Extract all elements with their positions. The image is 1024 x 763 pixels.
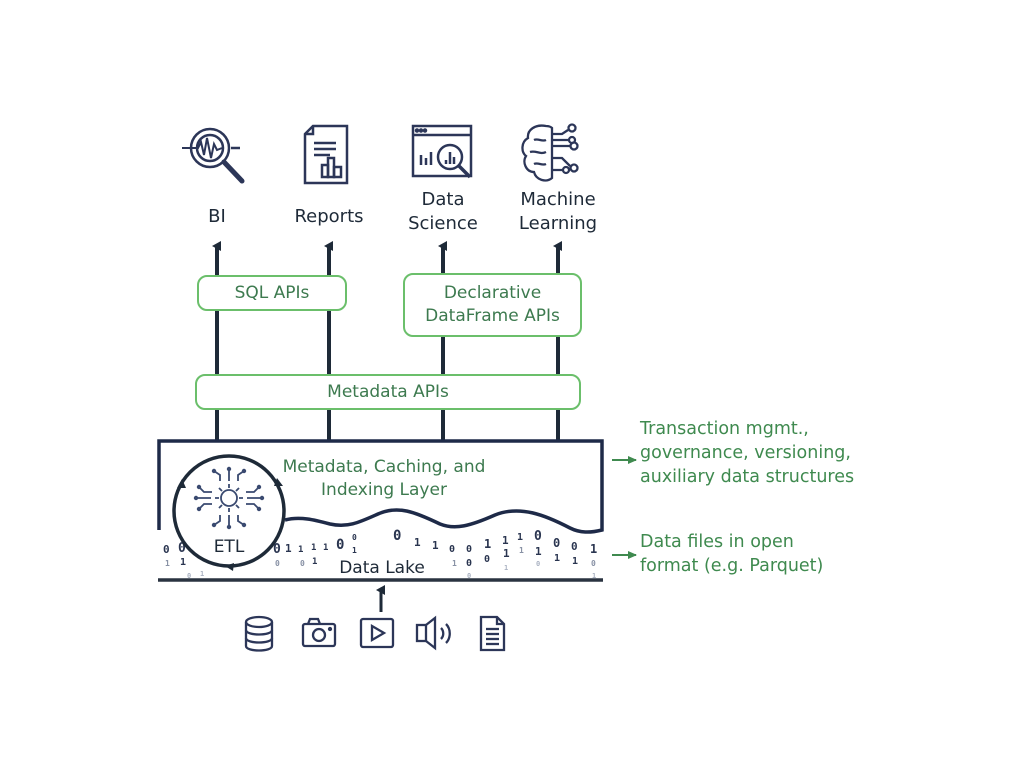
svg-text:1: 1 bbox=[180, 557, 186, 568]
binary-digits: 0 0 1 1 0 1 0 0 1 1 0 1 1 1 0 0 1 0 1 1 … bbox=[163, 528, 597, 580]
camera-icon bbox=[301, 617, 337, 648]
svg-text:1: 1 bbox=[452, 559, 457, 568]
sql-apis-box: SQL APIs bbox=[197, 275, 347, 311]
svg-text:0: 0 bbox=[591, 559, 596, 568]
svg-text:0: 0 bbox=[163, 543, 170, 556]
consumer-label-bi: BI bbox=[208, 206, 226, 227]
svg-text:0: 0 bbox=[466, 558, 472, 569]
svg-text:0: 0 bbox=[534, 529, 542, 544]
lake-annotation: Data files in open format (e.g. Parquet) bbox=[640, 532, 824, 576]
svg-text:0: 0 bbox=[466, 544, 472, 555]
svg-text:0: 0 bbox=[553, 536, 560, 550]
svg-text:1: 1 bbox=[352, 546, 357, 555]
metadata-apis-label: Metadata APIs bbox=[327, 381, 449, 402]
svg-text:0: 0 bbox=[187, 572, 191, 580]
svg-text:1: 1 bbox=[432, 539, 439, 552]
report-document-chart-icon bbox=[303, 124, 349, 185]
consumer-label-data-science: Data Science bbox=[408, 189, 478, 234]
svg-text:0: 0 bbox=[449, 544, 455, 555]
dataframe-apis-box: Declarative DataFrame APIs bbox=[403, 273, 582, 337]
metadata-apis-box: Metadata APIs bbox=[195, 374, 581, 410]
video-play-icon bbox=[359, 617, 395, 649]
svg-text:1: 1 bbox=[554, 553, 560, 564]
svg-text:0: 0 bbox=[336, 537, 344, 553]
svg-text:1: 1 bbox=[285, 542, 292, 555]
svg-text:0: 0 bbox=[536, 560, 540, 568]
svg-text:1: 1 bbox=[298, 545, 303, 555]
svg-text:0: 0 bbox=[467, 572, 471, 580]
svg-text:0: 0 bbox=[178, 541, 186, 556]
browser-chart-magnifier-icon bbox=[411, 124, 473, 179]
svg-text:0: 0 bbox=[275, 559, 280, 568]
consumer-label-machine-learning: Machine Learning bbox=[518, 189, 598, 234]
svg-text:1: 1 bbox=[200, 570, 204, 578]
svg-text:0: 0 bbox=[300, 559, 305, 568]
svg-text:1: 1 bbox=[312, 557, 317, 567]
brain-circuit-icon bbox=[521, 123, 579, 182]
svg-text:1: 1 bbox=[502, 534, 509, 547]
metadata-layer-title: Metadata, Caching, and Indexing Layer bbox=[282, 457, 486, 500]
svg-text:0: 0 bbox=[352, 533, 357, 542]
svg-text:0: 0 bbox=[484, 554, 490, 565]
svg-text:1: 1 bbox=[323, 543, 328, 553]
database-icon bbox=[244, 615, 274, 652]
consumer-label-reports: Reports bbox=[294, 206, 364, 227]
svg-text:1: 1 bbox=[572, 556, 578, 567]
data-lake-label: Data Lake bbox=[339, 558, 425, 578]
svg-text:1: 1 bbox=[311, 543, 316, 553]
layer-annotation: Transaction mgmt., governance, versionin… bbox=[640, 419, 855, 487]
svg-text:1: 1 bbox=[504, 564, 508, 572]
svg-text:1: 1 bbox=[535, 545, 542, 558]
svg-text:0: 0 bbox=[273, 542, 281, 557]
magnifier-waveform-icon bbox=[182, 127, 245, 184]
svg-text:1: 1 bbox=[590, 542, 597, 556]
svg-text:0: 0 bbox=[393, 528, 401, 544]
etl-arrowhead-left bbox=[177, 479, 186, 488]
svg-text:1: 1 bbox=[517, 532, 523, 543]
dataframe-apis-label: Declarative DataFrame APIs bbox=[425, 283, 560, 326]
svg-text:1: 1 bbox=[165, 559, 170, 568]
svg-text:1: 1 bbox=[414, 536, 421, 549]
svg-text:1: 1 bbox=[592, 572, 596, 580]
etl-arrowhead-top-right bbox=[274, 478, 283, 486]
sql-apis-label: SQL APIs bbox=[234, 282, 310, 303]
svg-text:0: 0 bbox=[571, 540, 578, 553]
text-document-icon bbox=[479, 615, 506, 652]
svg-text:1: 1 bbox=[519, 546, 524, 555]
metadata-layer-box bbox=[157, 439, 604, 534]
etl-label: ETL bbox=[213, 537, 245, 557]
svg-text:1: 1 bbox=[503, 547, 510, 560]
etl-arrowhead-bottom bbox=[225, 563, 234, 571]
gear-circuit-icon bbox=[193, 466, 265, 530]
svg-text:1: 1 bbox=[484, 537, 491, 551]
speaker-audio-icon bbox=[415, 615, 451, 651]
